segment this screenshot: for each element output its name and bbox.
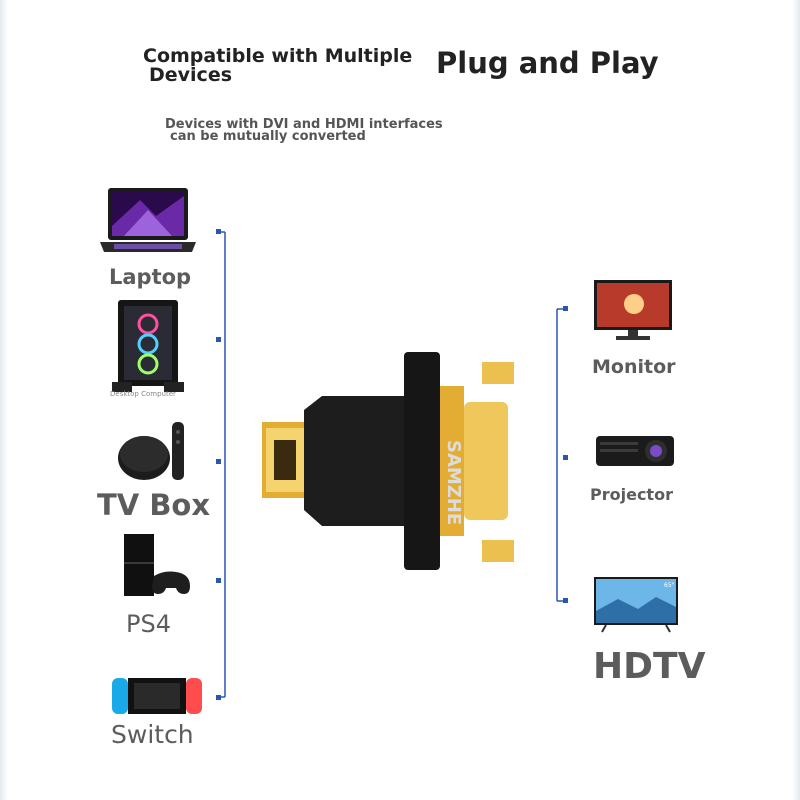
plug-and-play-heading: Plug and Play [436,46,659,80]
compatible-heading-line2: Devices [149,64,233,86]
tv-size-badge: 65" [664,582,675,589]
compatible-heading-line1: Compatible with Multiple [143,45,413,67]
left-edge-shade [0,0,8,800]
desktop-computer-icon [112,300,184,392]
nintendo-switch-icon [112,678,202,714]
compatible-heading: Compatible with Multiple Devices [143,47,423,85]
hdmi-dvi-adapter-image: SAMZHE [262,352,514,570]
laptop-icon [100,188,196,252]
label-switch: Switch [111,720,194,749]
projector-icon [596,436,674,466]
tv-box-icon [118,422,184,480]
adapter-brand-text: SAMZHE [443,440,464,525]
hdtv-icon: 65" [594,577,678,633]
left-connection-dots [216,229,221,700]
monitor-icon [594,280,672,340]
label-hdtv: HDTV [593,646,706,687]
label-ps4: PS4 [126,610,171,638]
label-desktop-computer: Desktop Computer [110,390,176,398]
right-connection-dots [563,306,568,603]
interface-description-line1: Devices with DVI and HDMI interfaces [165,117,443,132]
label-monitor: Monitor [592,356,676,378]
right-edge-shade [792,0,800,800]
ps4-console-icon [124,534,190,596]
interface-description: Devices with DVI and HDMI interfaces can… [165,117,443,144]
label-laptop: Laptop [109,265,192,289]
label-tv-box: TV Box [97,488,211,522]
interface-description-line2: can be mutually converted [170,129,366,144]
label-projector: Projector [590,485,673,504]
left-bracket [216,231,226,698]
